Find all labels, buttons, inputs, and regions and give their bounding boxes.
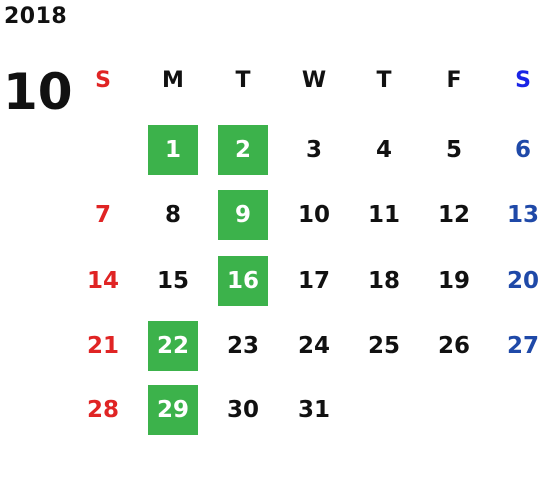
day-cell[interactable]: 1: [148, 125, 198, 175]
day-cell[interactable]: 7: [94, 202, 111, 228]
day-cell[interactable]: 11: [367, 202, 400, 228]
day-cell[interactable]: 19: [437, 268, 470, 294]
day-cell[interactable]: 25: [367, 333, 400, 359]
day-cell[interactable]: 28: [86, 397, 119, 423]
day-cell[interactable]: 12: [437, 202, 470, 228]
weekday-header: S: [515, 68, 531, 93]
day-cell[interactable]: 8: [164, 202, 181, 228]
day-cell[interactable]: 2: [218, 125, 268, 175]
weekday-header: T: [235, 68, 251, 93]
weekday-header: F: [446, 68, 462, 93]
day-cell[interactable]: 3: [305, 137, 322, 163]
day-cell[interactable]: 14: [86, 268, 119, 294]
day-cell[interactable]: 13: [506, 202, 539, 228]
day-cell[interactable]: 17: [297, 268, 330, 294]
day-cell[interactable]: 31: [297, 397, 330, 423]
day-cell[interactable]: 24: [297, 333, 330, 359]
day-cell[interactable]: 10: [297, 202, 330, 228]
day-cell[interactable]: 6: [514, 137, 531, 163]
year-label: 2018: [4, 4, 68, 29]
day-cell[interactable]: 4: [375, 137, 392, 163]
day-cell[interactable]: 9: [218, 190, 268, 240]
day-cell[interactable]: 15: [156, 268, 189, 294]
day-cell[interactable]: 21: [86, 333, 119, 359]
day-cell[interactable]: 22: [148, 321, 198, 371]
day-cell[interactable]: 5: [445, 137, 462, 163]
month-label: 10: [3, 63, 73, 121]
day-cell[interactable]: 18: [367, 268, 400, 294]
day-cell[interactable]: 23: [226, 333, 259, 359]
weekday-header: S: [95, 68, 111, 93]
weekday-header: W: [301, 68, 327, 93]
day-cell[interactable]: 27: [506, 333, 539, 359]
weekday-header: T: [376, 68, 392, 93]
day-cell[interactable]: 30: [226, 397, 259, 423]
day-cell[interactable]: 16: [218, 256, 268, 306]
day-cell[interactable]: 29: [148, 385, 198, 435]
day-cell[interactable]: 26: [437, 333, 470, 359]
day-cell[interactable]: 20: [506, 268, 539, 294]
weekday-header: M: [162, 68, 184, 93]
